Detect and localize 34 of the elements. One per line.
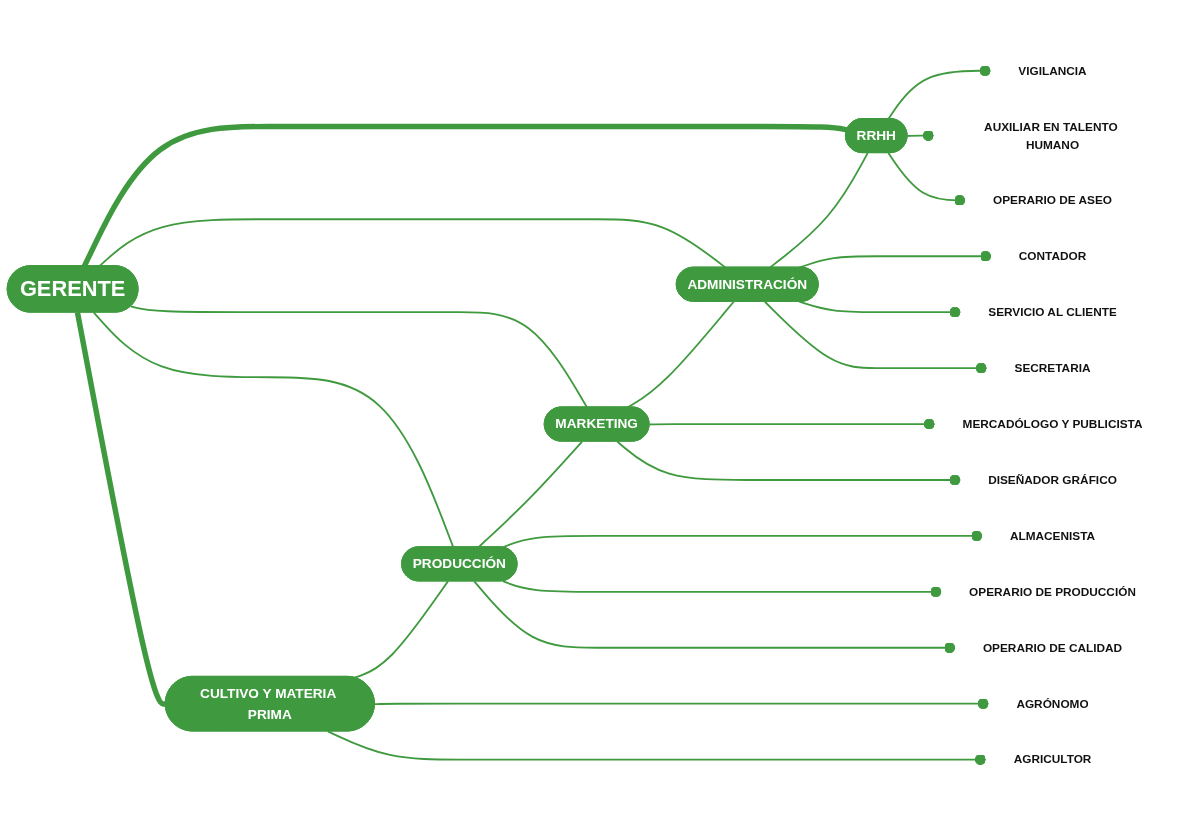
connector xyxy=(648,418,937,430)
connector xyxy=(477,440,583,549)
connector xyxy=(764,301,989,374)
connector xyxy=(501,530,984,549)
node-text: CONTADOR xyxy=(1018,249,1087,264)
connector xyxy=(373,698,990,710)
node-text: OPERARIO DE CALIDAD xyxy=(982,641,1123,655)
connector xyxy=(74,312,167,708)
connector xyxy=(616,440,962,486)
node-text: ALMACENISTA xyxy=(1009,529,1096,543)
connector xyxy=(98,218,727,269)
connector xyxy=(887,152,967,207)
connector xyxy=(92,311,455,549)
node-text: OPERARIO DE ASEO xyxy=(992,193,1113,208)
connector xyxy=(327,730,988,766)
connector xyxy=(501,580,943,598)
connector xyxy=(798,301,962,318)
connector xyxy=(353,580,449,679)
connector xyxy=(906,130,936,142)
node-text: SERVICIO AL CLIENTE xyxy=(988,305,1117,320)
node-text: VIGILANCIA xyxy=(1018,64,1087,78)
node-text: DISEÑADOR GRÁFICO xyxy=(988,473,1117,487)
connector xyxy=(473,580,957,654)
node-text: OPERARIO DE PRODUCCIÓN xyxy=(969,585,1136,599)
node-text: MERCADÓLOGO Y PUBLICISTA xyxy=(962,417,1143,431)
node-text: AGRÓNOMO xyxy=(1016,696,1089,711)
connector xyxy=(81,124,848,268)
connector xyxy=(798,251,993,269)
node-text: SECRETARIA xyxy=(1014,361,1091,376)
node-text: AUXILIAR EN TALENTO HUMANO xyxy=(984,119,1118,152)
connector xyxy=(768,152,869,269)
connector xyxy=(130,305,588,409)
node-text: AGRICULTOR xyxy=(1013,752,1092,767)
connector xyxy=(626,301,735,409)
